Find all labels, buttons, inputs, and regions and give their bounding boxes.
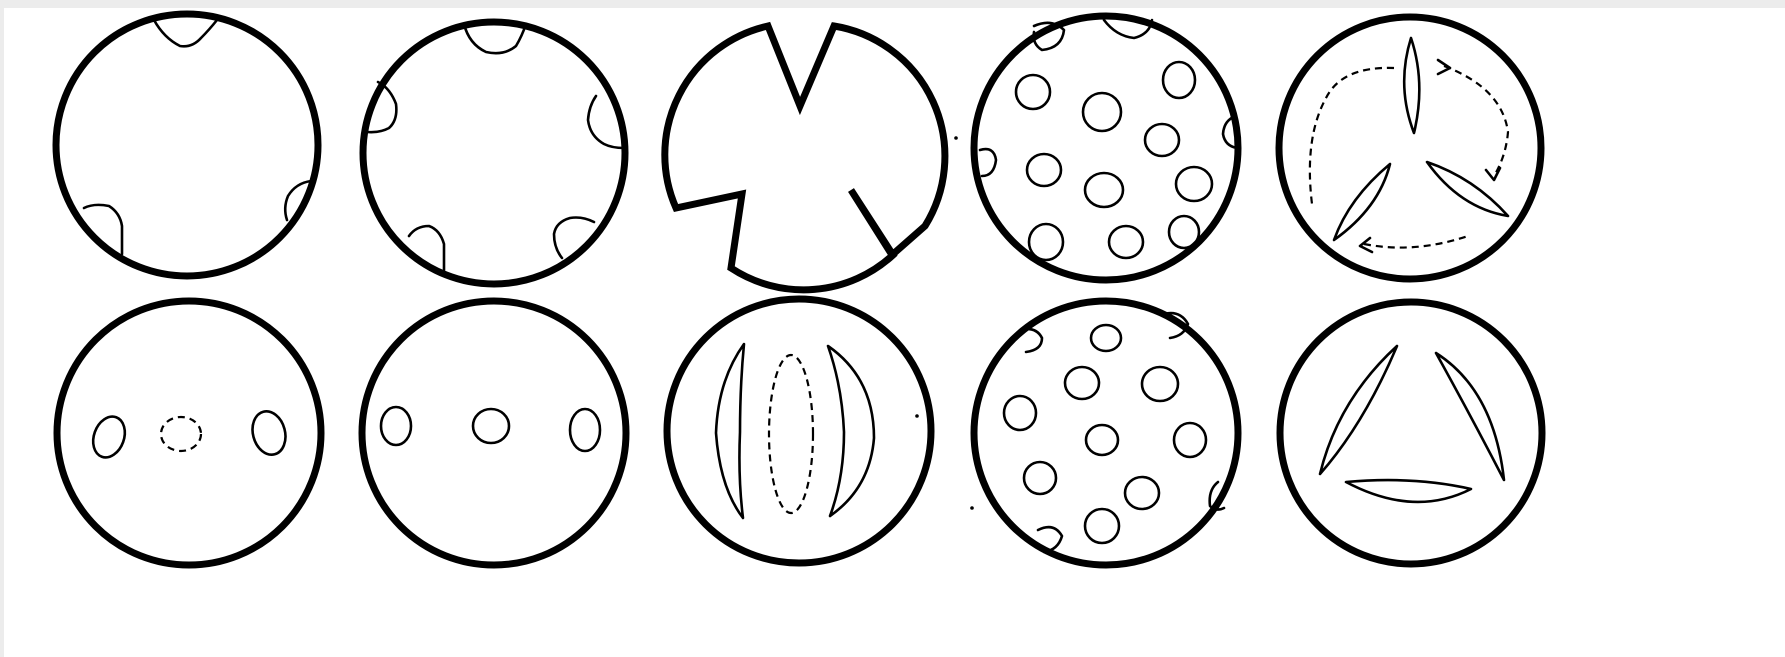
- crescent-aperture: [1320, 346, 1397, 474]
- pore: [473, 409, 509, 443]
- speck: [970, 506, 974, 510]
- grain-six-notches: [363, 22, 625, 284]
- dashed-arrow: [1444, 66, 1508, 176]
- pore: [570, 409, 600, 451]
- aperture-notch: [554, 218, 594, 259]
- pore: [1085, 173, 1123, 207]
- pore: [1024, 462, 1056, 494]
- pore: [1016, 75, 1050, 109]
- aperture-notch: [464, 24, 526, 53]
- crescent-aperture: [716, 344, 744, 518]
- grain-outline: [56, 14, 318, 276]
- pore: [1163, 62, 1195, 98]
- grain-three-pores: [362, 301, 626, 565]
- grain-many-pores: [954, 16, 1238, 280]
- pore: [1169, 216, 1199, 248]
- pore: [1085, 509, 1119, 543]
- dashed-arrow: [1310, 68, 1394, 204]
- grain-outline: [362, 301, 626, 565]
- dashed-pore: [161, 417, 201, 451]
- crescent-aperture: [1346, 480, 1471, 502]
- dashed-arrow: [1364, 236, 1468, 248]
- lens-aperture: [1334, 164, 1390, 240]
- grain-triangle-crescents: [1280, 302, 1542, 564]
- pore: [248, 408, 290, 459]
- grain-three-notches: [56, 14, 318, 276]
- pore: [381, 407, 411, 445]
- grain-outline: [665, 26, 945, 290]
- pore: [1065, 367, 1099, 399]
- grain-outline: [667, 299, 931, 563]
- pore: [1174, 423, 1206, 457]
- pore: [1125, 477, 1159, 509]
- speck: [954, 136, 958, 140]
- aperture-notch: [154, 20, 217, 46]
- grain-many-pores: [970, 301, 1238, 565]
- pore: [1145, 124, 1179, 156]
- grain-outline: [1279, 17, 1541, 279]
- pore: [88, 412, 131, 462]
- grain-outline: [363, 22, 625, 284]
- lens-aperture: [1427, 162, 1508, 216]
- grain-crescents: [667, 299, 931, 563]
- speck: [915, 414, 919, 418]
- grain-three-lenses: [1279, 17, 1541, 279]
- pore: [1004, 396, 1036, 430]
- lens-aperture: [1404, 38, 1419, 133]
- crescent-aperture: [828, 346, 874, 516]
- edge-pore: [980, 149, 996, 176]
- figure-frame: [4, 8, 1785, 657]
- grain-deep-cuts: [665, 26, 945, 290]
- pore: [1083, 93, 1121, 131]
- pore: [1109, 226, 1143, 258]
- pore: [1142, 367, 1178, 401]
- pore: [1091, 325, 1121, 351]
- pore: [1176, 167, 1212, 201]
- grain-outline: [57, 301, 321, 565]
- grain-outline: [974, 16, 1238, 280]
- arrow-head: [1486, 168, 1500, 180]
- dashed-aperture: [769, 355, 813, 513]
- pore: [1027, 154, 1061, 186]
- grain-outline: [1280, 302, 1542, 564]
- grain-two-pores: [57, 301, 321, 565]
- crescent-aperture: [1436, 353, 1504, 480]
- grain-outline: [974, 301, 1238, 565]
- pore: [1086, 425, 1118, 455]
- pollen-grain-figure: [4, 8, 1785, 657]
- pore: [1029, 224, 1063, 260]
